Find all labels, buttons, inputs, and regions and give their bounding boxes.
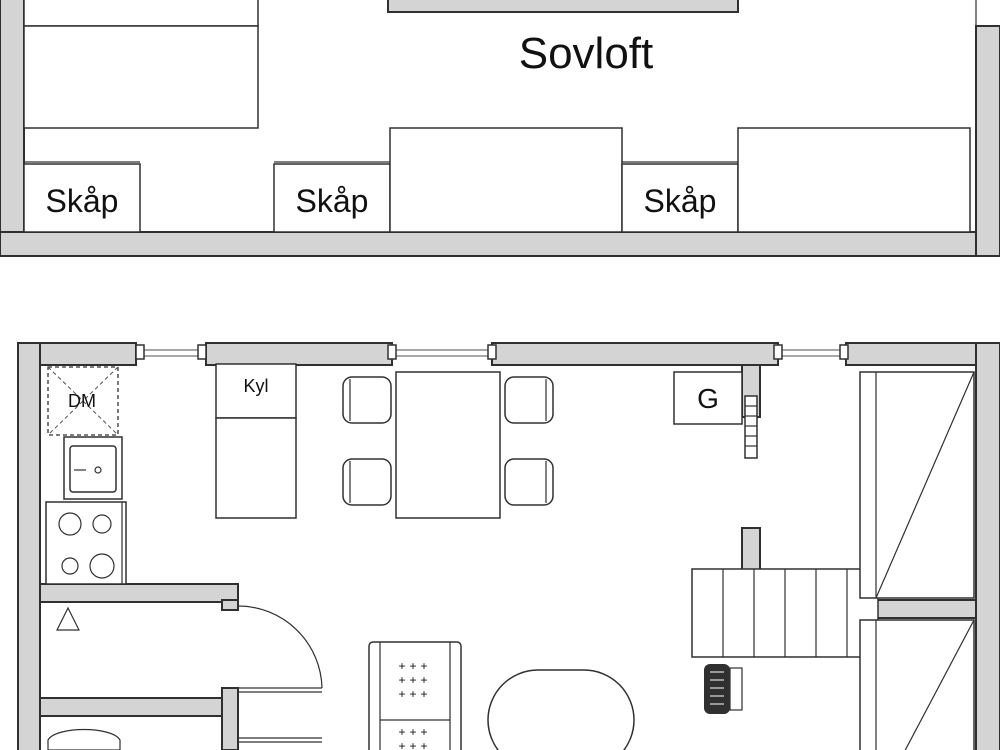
dining-table — [395, 371, 501, 519]
armchair: +++ +++ +++ +++ +++ — [368, 641, 462, 750]
lower-right-wall — [975, 342, 1000, 750]
svg-text:+++: +++ — [398, 725, 431, 739]
upper-bed-top — [23, 0, 259, 27]
fridge-label: Kyl — [243, 376, 268, 396]
cabinet-1 — [23, 163, 141, 233]
upper-right-wall — [975, 25, 1000, 257]
room-label-sovloft: Sovloft — [519, 29, 654, 78]
lower-left-wall — [17, 342, 41, 750]
interior-wall-1 — [39, 583, 239, 603]
staircase — [691, 568, 879, 658]
window-2 — [387, 344, 497, 360]
svg-text:+++: +++ — [398, 659, 431, 673]
toilet — [47, 728, 121, 750]
door-swing — [237, 605, 323, 693]
door-jamb-2 — [221, 687, 239, 750]
upper-railing — [387, 0, 739, 13]
svg-text:+++: +++ — [398, 687, 431, 701]
radiator-icon — [744, 395, 758, 459]
chair-2 — [342, 458, 392, 506]
fridge: Kyl — [215, 363, 297, 519]
g-label: G — [697, 383, 719, 414]
upper-bed-right — [737, 127, 971, 233]
cabinet-2 — [273, 163, 391, 233]
side-bed-lower — [859, 619, 975, 750]
chair-1 — [342, 376, 392, 424]
interior-wall-5 — [875, 599, 977, 619]
lower-floor: DM Kyl — [17, 342, 1000, 750]
dishwasher-label: DM — [68, 391, 96, 411]
svg-text:+++: +++ — [398, 673, 431, 687]
door-jamb-1 — [221, 599, 239, 611]
cabinet-label-1: Skåp — [46, 183, 119, 219]
cabinet-label-2: Skåp — [296, 183, 369, 219]
upper-left-wall — [0, 0, 25, 257]
window-3 — [773, 344, 849, 360]
dishwasher: DM — [47, 366, 119, 436]
cabinet-3 — [621, 163, 739, 233]
chair-4 — [504, 458, 554, 506]
upper-bottom-wall — [0, 231, 1000, 257]
stove — [45, 501, 127, 585]
upper-bed — [23, 25, 259, 129]
window-1 — [135, 344, 207, 360]
upper-floor: Sovloft Skåp Skåp Skåp — [0, 0, 1000, 257]
coffee-table — [487, 669, 635, 750]
triangle-marker-icon — [56, 606, 80, 631]
interior-wall-4 — [741, 527, 761, 571]
svg-text:+++: +++ — [398, 739, 431, 750]
lower-top-wall-2 — [205, 342, 393, 366]
door-swing-lower — [238, 737, 322, 743]
chair-3 — [504, 376, 554, 424]
side-bed-upper — [859, 371, 975, 599]
interior-wall-2 — [39, 697, 239, 717]
cabinet-label-3: Skåp — [644, 183, 717, 219]
lower-top-wall-3 — [491, 342, 779, 366]
kitchen-sink — [63, 436, 123, 500]
upper-bed-center — [389, 127, 623, 233]
g-box — [673, 371, 743, 425]
heater-icon — [704, 664, 743, 714]
